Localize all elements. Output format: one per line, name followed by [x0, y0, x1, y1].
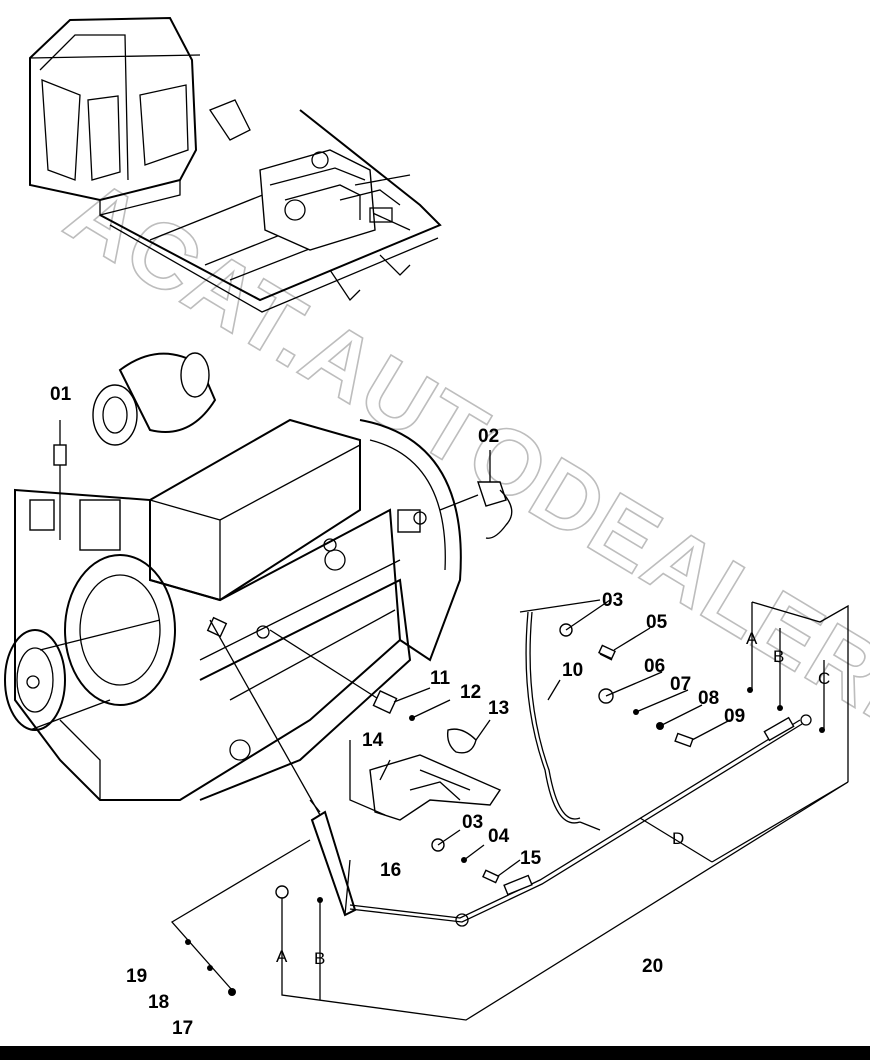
letter-left-a: A [276, 947, 288, 966]
excavator-overview [29, 16, 442, 313]
detail-box-right [519, 599, 849, 863]
callout-labels: 01 02 03 05 06 07 08 09 10 11 12 13 14 0… [50, 384, 745, 1039]
callout-04: 04 [488, 826, 510, 847]
cable-10 [525, 611, 581, 824]
detail-frame-bottom [170, 781, 849, 1021]
callout-03-top: 03 [602, 590, 623, 611]
parts-06-09 [598, 671, 731, 748]
cable-20 [349, 714, 812, 927]
letter-labels: A B C D A B [276, 629, 830, 968]
callout-15: 15 [520, 848, 542, 869]
callout-10: 10 [562, 660, 583, 681]
callout-18: 18 [148, 992, 169, 1013]
callout-13: 13 [488, 698, 509, 719]
part-01-sensor [53, 420, 67, 540]
letter-right-c: C [818, 669, 830, 688]
callout-14: 14 [362, 730, 384, 751]
parts-03-05 [559, 599, 651, 661]
watermark: ACAT.AUTODEALER.RU [49, 159, 870, 812]
callout-09: 09 [724, 706, 745, 727]
callout-11: 11 [430, 668, 451, 689]
callout-08: 08 [698, 688, 719, 709]
parts-03-04-15 [431, 829, 521, 884]
part-14-bracket [349, 740, 502, 821]
letter-mid-d: D [672, 829, 684, 848]
callout-01: 01 [50, 384, 72, 405]
callout-02: 02 [478, 426, 499, 447]
callout-05: 05 [646, 612, 668, 633]
letter-right-a: A [746, 629, 758, 648]
callout-12: 12 [460, 682, 481, 703]
callout-20: 20 [642, 956, 663, 977]
parts-11-13 [269, 629, 491, 754]
part-02-switch [413, 450, 513, 539]
callout-06: 06 [644, 656, 665, 677]
letter-right-b: B [773, 647, 784, 666]
callout-17: 17 [172, 1018, 193, 1039]
callout-07: 07 [670, 674, 691, 695]
bottom-bar [0, 1046, 870, 1060]
letter-left-b: B [314, 949, 325, 968]
callout-16: 16 [380, 860, 401, 881]
watermark-text: ACAT.AUTODEALER.RU [50, 160, 870, 812]
callout-19: 19 [126, 966, 147, 987]
callout-03-bottom: 03 [462, 812, 483, 833]
